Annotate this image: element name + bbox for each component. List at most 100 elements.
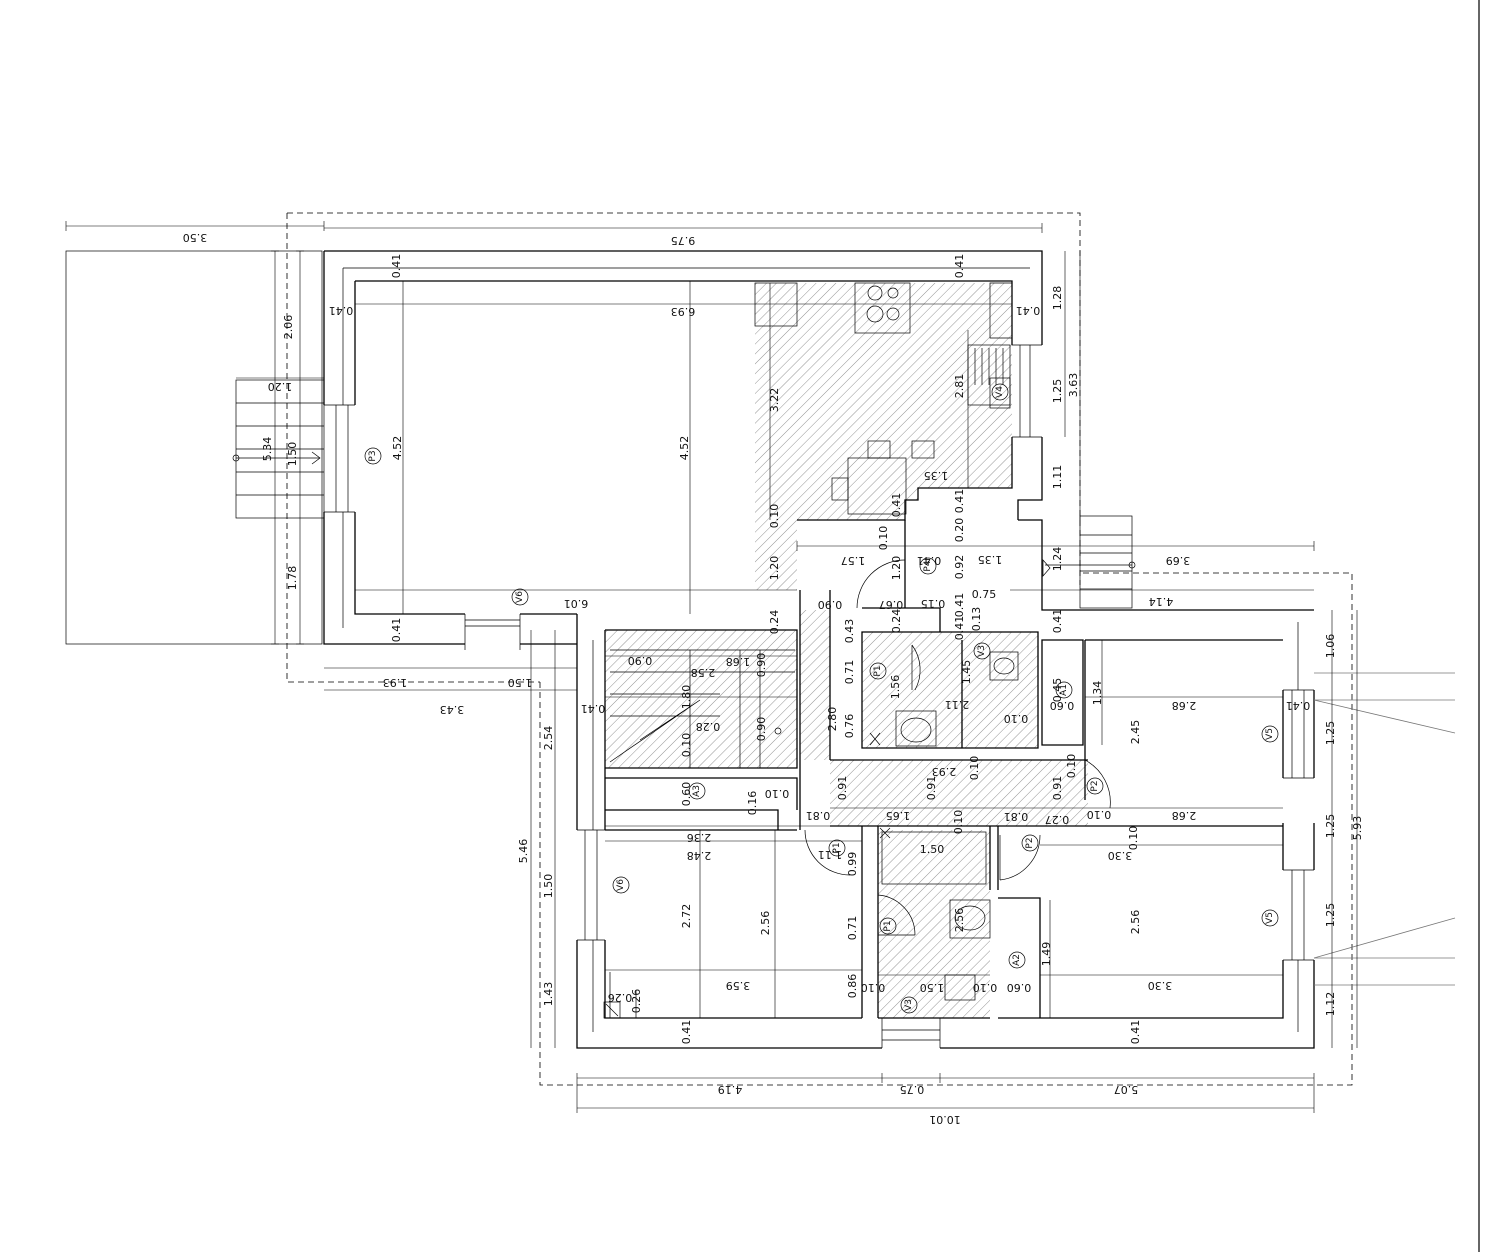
dim-label: 0.41: [390, 618, 403, 643]
tag-a2: A2: [1008, 951, 1026, 969]
tag-v4: V4: [991, 383, 1009, 401]
tag-v3-bath: V3: [900, 996, 918, 1014]
dim-label: 0.71: [846, 916, 859, 941]
dim-label: 2.56: [953, 908, 966, 933]
dim-label: 1.35: [924, 469, 949, 482]
terrace: [65, 250, 325, 645]
tag-label: V4: [995, 386, 1005, 398]
dim-label: 0.24: [890, 609, 903, 634]
dim-label: 0.76: [843, 714, 856, 739]
dim-label: 2.54: [542, 726, 555, 751]
tag-label: V3: [977, 645, 987, 657]
dim-label: 0.41: [1016, 304, 1041, 317]
dim-label: 1.78: [286, 566, 299, 591]
dim-label: 0.67: [879, 598, 904, 611]
dim-label: 0.86: [846, 974, 859, 999]
dim-label: 1.28: [1051, 286, 1064, 311]
dim-label: 0.45: [1051, 678, 1064, 703]
dim-label: 0.41: [329, 304, 354, 317]
dim-label: 1.50: [286, 442, 299, 467]
dim-label: 2.72: [680, 904, 693, 929]
dim-label: 2.11: [945, 698, 970, 711]
dim-label: 0.92: [953, 555, 966, 580]
dim-label: 2.80: [826, 707, 839, 732]
dim-label: 3.50: [183, 231, 208, 244]
tag-label: V3: [904, 999, 914, 1011]
dim-label: 0.90: [818, 598, 843, 611]
leader-lines: [1313, 672, 1456, 986]
dim-label: 1.45: [960, 660, 973, 685]
dim-label: 1.20: [268, 380, 293, 393]
dim-label: 3.22: [768, 388, 781, 413]
dim-label: 1.65: [886, 809, 911, 822]
dim-label: 2.68: [1172, 809, 1197, 822]
door-swings: [804, 559, 1111, 936]
dim-label: 0.10: [768, 504, 781, 529]
tag-label: P1: [832, 842, 842, 853]
dim-label: 5.46: [517, 839, 530, 864]
dim-label: 1.50: [920, 981, 945, 994]
dim-label: 0.10: [952, 810, 965, 835]
tag-label: V6: [616, 879, 626, 891]
tag-label: V5: [1265, 912, 1275, 924]
dim-label: 10.01: [929, 1113, 961, 1126]
dim-label: 1.50: [542, 874, 555, 899]
dim-label: 2.45: [1129, 720, 1142, 745]
dim-label: 1.25: [1324, 721, 1337, 746]
dim-label: 1.49: [1040, 942, 1053, 967]
dim-label: 2.93: [932, 765, 957, 778]
dim-label: 0.60: [1050, 699, 1075, 712]
dim-label: 0.41: [390, 254, 403, 279]
dim-label: 1.50: [920, 843, 945, 856]
tag-label: V5: [1265, 728, 1275, 740]
dim-label: 0.75: [972, 588, 997, 601]
dim-label: 0.91: [1051, 776, 1064, 801]
tag-label: V6: [515, 591, 525, 603]
dim-label: 6.01: [564, 597, 589, 610]
tag-p1-bath: P1: [879, 917, 897, 935]
dim-label: 0.71: [843, 660, 856, 685]
dim-label: 1.43: [542, 982, 555, 1007]
dim-label: 1.68: [726, 655, 751, 668]
dim-label: 0.10: [877, 526, 890, 551]
dim-label: 3.59: [726, 979, 751, 992]
dim-label: 0.99: [846, 852, 859, 877]
dim-label: 0.10: [680, 733, 693, 758]
tag-p2-bath: P2: [1021, 834, 1039, 852]
dim-label: 0.41: [917, 554, 942, 567]
tag-label: A2: [1012, 954, 1022, 966]
dim-label: 2.56: [759, 911, 772, 936]
dim-label: 0.16: [746, 791, 759, 816]
tag-v5-top: V5: [1261, 725, 1279, 743]
dim-label: 0.43: [843, 619, 856, 644]
dim-label: 4.14: [1149, 595, 1174, 608]
tag-label: P2: [1025, 837, 1035, 848]
dim-label: 3.63: [1067, 373, 1080, 398]
tag-label: P3: [368, 450, 378, 461]
dim-label: 4.19: [718, 1083, 743, 1096]
dim-label: 0.75: [900, 1083, 925, 1096]
dim-label: 3.30: [1148, 979, 1173, 992]
dim-label: 1.11: [1051, 465, 1064, 490]
dim-label: 4.52: [678, 436, 691, 461]
dim-label: 0.28: [696, 720, 721, 733]
tag-label: P1: [883, 920, 893, 931]
dim-label: 2.48: [687, 849, 712, 862]
dim-label: 0.15: [921, 597, 946, 610]
dim-label: 2.36: [687, 831, 712, 844]
dim-label: 0.81: [806, 809, 831, 822]
dim-label: 0.27: [1045, 813, 1070, 826]
walls: [323, 250, 1315, 1049]
dim-label: 0.24: [768, 610, 781, 635]
dim-label: 0.41: [953, 489, 966, 514]
dim-label: 0.41: [953, 616, 966, 641]
dim-label: 0.41: [1051, 609, 1064, 634]
dim-label: 3.43: [440, 703, 465, 716]
tag-p3: P3: [364, 447, 382, 465]
tag-label: P2: [1090, 780, 1100, 791]
tag-v5-bottom: V5: [1261, 909, 1279, 927]
dim-label: 0.10: [1087, 808, 1112, 821]
dim-label: 0.41: [581, 702, 606, 715]
tag-a3: A3: [688, 782, 706, 800]
dim-label: 0.10: [973, 981, 998, 994]
